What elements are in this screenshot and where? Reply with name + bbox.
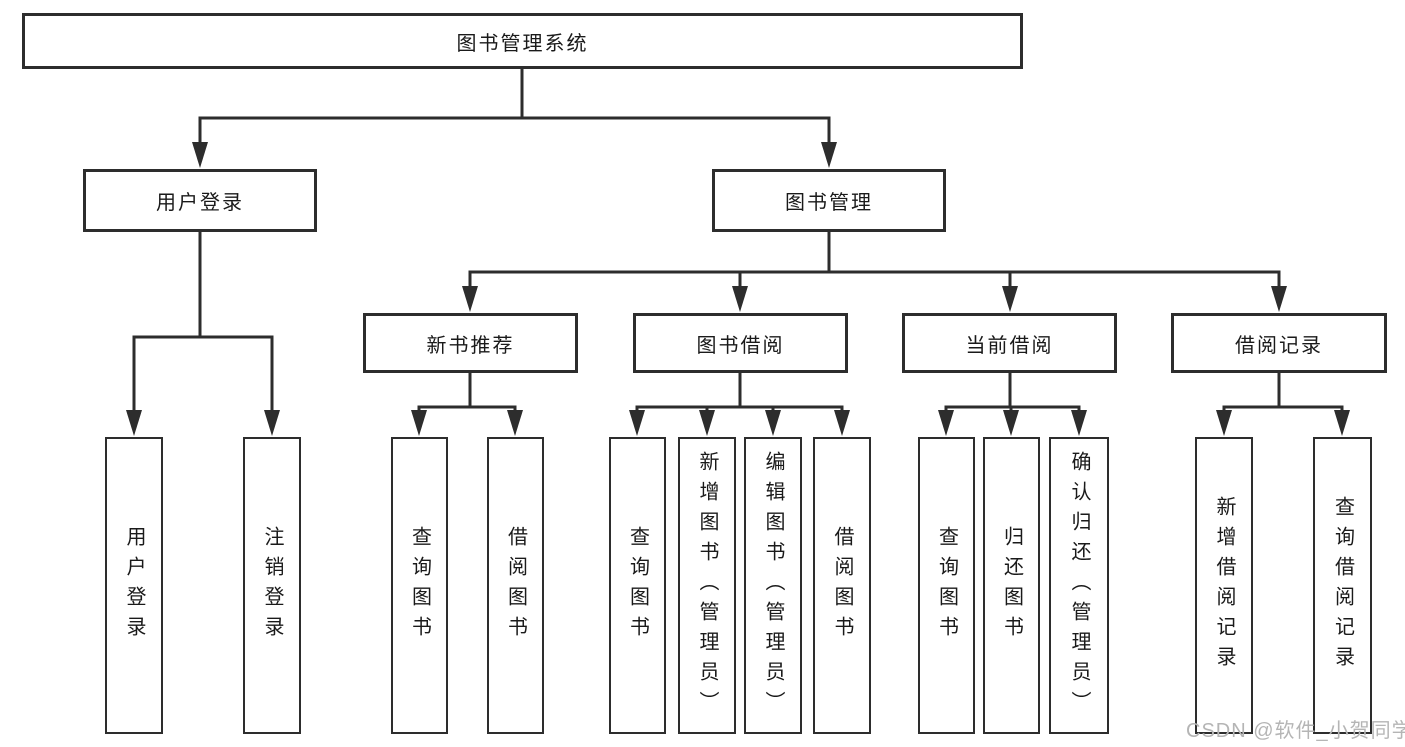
leaf-logout: 注销登录 (243, 437, 301, 734)
leaf-confirm-return-admin: 确认归还（管理员） (1049, 437, 1109, 734)
leaf-label: 查询借阅记录 (1331, 495, 1354, 676)
leaf-user-login: 用户登录 (105, 437, 163, 734)
node-label: 新书推荐 (426, 334, 515, 357)
node-book-management: 图书管理 (712, 169, 946, 232)
arrowhead-icon (192, 142, 208, 168)
csdn-watermark: CSDN @软件_小贺同学 (1186, 720, 1405, 742)
arrowhead-icon (507, 410, 523, 436)
leaf-query-books-recommend: 查询图书 (391, 437, 448, 734)
node-book-borrowing: 图书借阅 (633, 313, 848, 373)
node-current-borrowing: 当前借阅 (902, 313, 1117, 373)
arrowhead-icon (1271, 286, 1287, 312)
leaf-edit-books-admin: 编辑图书（管理员） (744, 437, 802, 734)
node-new-book-recommend: 新书推荐 (363, 313, 578, 373)
node-label: 图书管理 (785, 192, 873, 214)
leaf-label: 查询图书 (935, 525, 958, 646)
arrowhead-icon (411, 410, 427, 436)
leaf-borrow-books: 借阅图书 (813, 437, 871, 734)
leaf-label: 注销登录 (261, 525, 283, 646)
arrowhead-icon (732, 286, 748, 312)
arrowhead-icon (938, 410, 954, 436)
arrowhead-icon (1334, 410, 1350, 436)
leaf-label: 查询图书 (626, 525, 649, 646)
arrowhead-icon (1071, 410, 1087, 436)
node-label: 当前借阅 (965, 334, 1054, 357)
node-borrowing-records: 借阅记录 (1171, 313, 1387, 373)
node-label: 用户登录 (156, 192, 244, 214)
arrowhead-icon (834, 410, 850, 436)
arrowhead-icon (126, 410, 142, 436)
arrowhead-icon (1003, 410, 1019, 436)
node-user-login: 用户登录 (83, 169, 317, 232)
node-label: 图书管理系统 (456, 32, 589, 55)
node-label: 借阅记录 (1235, 334, 1323, 357)
leaf-label: 归还图书 (1000, 525, 1023, 646)
leaf-query-books-current: 查询图书 (918, 437, 975, 734)
leaf-query-books-borrowing: 查询图书 (609, 437, 666, 734)
leaf-label: 借阅图书 (504, 525, 527, 646)
leaf-label: 新增借阅记录 (1213, 495, 1235, 676)
leaf-label: 新增图书（管理员） (696, 450, 718, 721)
arrowhead-icon (765, 410, 781, 436)
arrowhead-icon (462, 286, 478, 312)
leaf-label: 借阅图书 (831, 525, 853, 646)
leaf-label: 用户登录 (123, 525, 145, 646)
arrowhead-icon (1216, 410, 1232, 436)
node-library-management-system: 图书管理系统 (22, 13, 1023, 69)
arrowhead-icon (821, 142, 837, 168)
arrowhead-icon (1002, 286, 1018, 312)
leaf-add-books-admin: 新增图书（管理员） (678, 437, 736, 734)
leaf-add-borrow-record: 新增借阅记录 (1195, 437, 1253, 734)
leaf-label: 查询图书 (408, 525, 431, 646)
leaf-borrow-books-recommend: 借阅图书 (487, 437, 544, 734)
leaf-query-borrow-record: 查询借阅记录 (1313, 437, 1372, 734)
node-label: 图书借阅 (696, 334, 785, 357)
leaf-label: 编辑图书（管理员） (762, 450, 784, 721)
leaf-return-books: 归还图书 (983, 437, 1040, 734)
leaf-label: 确认归还（管理员） (1068, 450, 1090, 721)
arrowhead-icon (629, 410, 645, 436)
arrowhead-icon (699, 410, 715, 436)
arrowhead-icon (264, 410, 280, 436)
